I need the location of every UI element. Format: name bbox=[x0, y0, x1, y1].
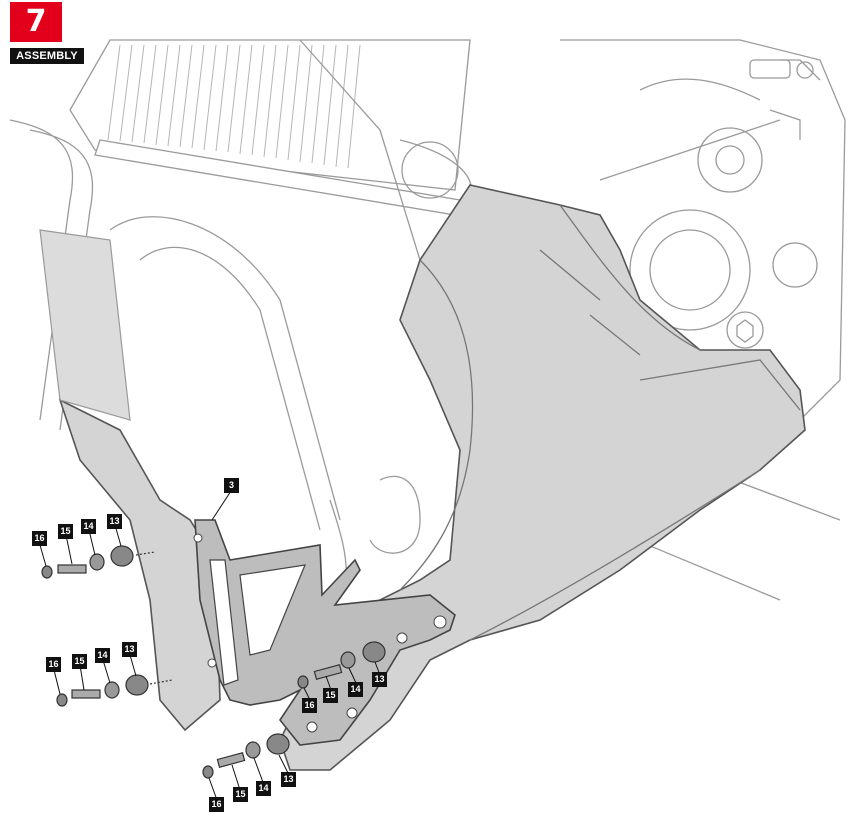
callout-part-14: 14 bbox=[95, 648, 110, 663]
callout-part-14: 14 bbox=[256, 781, 271, 796]
callout-part-16: 16 bbox=[32, 531, 47, 546]
step-number-badge: 7 bbox=[10, 2, 62, 42]
callout-part-15: 15 bbox=[233, 787, 248, 802]
hardware-set-bottom bbox=[202, 733, 290, 779]
callout-part-15: 15 bbox=[72, 654, 87, 669]
callout-part-16: 16 bbox=[46, 657, 61, 672]
hardware-set-lower-left bbox=[56, 674, 173, 707]
step-label-badge: ASSEMBLY bbox=[10, 48, 84, 64]
mounting-bracket bbox=[194, 519, 456, 746]
hardware-set-right bbox=[297, 641, 386, 689]
callout-part-13: 13 bbox=[107, 514, 122, 529]
callout-part-14: 14 bbox=[348, 682, 363, 697]
callout-part-16: 16 bbox=[302, 698, 317, 713]
callout-part-13: 13 bbox=[281, 772, 296, 787]
callout-part-15: 15 bbox=[58, 524, 73, 539]
callout-part-13: 13 bbox=[122, 642, 137, 657]
background-motorcycle-frame bbox=[9, 39, 846, 601]
callout-part-15: 15 bbox=[323, 688, 338, 703]
callout-part-13: 13 bbox=[372, 672, 387, 687]
hardware-set-upper-left bbox=[41, 545, 156, 579]
callout-part-14: 14 bbox=[81, 519, 96, 534]
callout-part-3: 3 bbox=[224, 478, 239, 493]
left-side-panel bbox=[58, 398, 221, 732]
callout-part-16: 16 bbox=[209, 797, 224, 812]
